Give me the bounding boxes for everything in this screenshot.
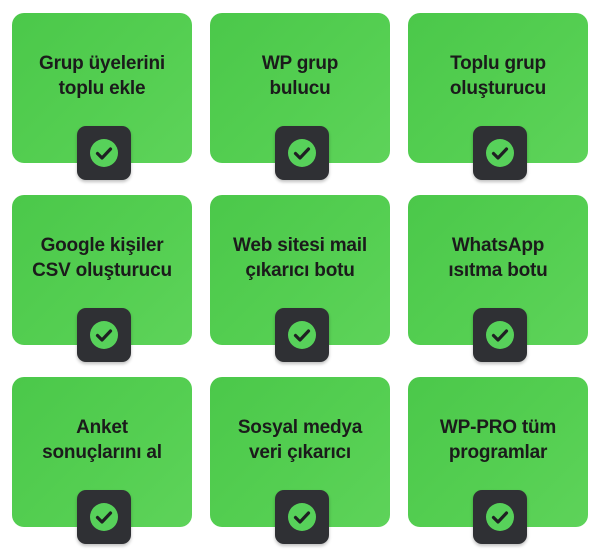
checkmark-badge	[473, 308, 527, 362]
feature-card-wp-pro-all-programs[interactable]: WP-PRO tüm programlar	[408, 377, 588, 544]
feature-label: Sosyal medya veri çıkarıcı	[237, 417, 363, 463]
feature-card-whatsapp-warmup-bot[interactable]: WhatsApp ısıtma botu	[408, 195, 588, 362]
feature-card-bulk-group-creator[interactable]: Toplu grup oluşturucu	[408, 13, 588, 180]
checkmark-badge	[473, 490, 527, 544]
feature-card-poll-results[interactable]: Anket sonuçlarını al	[12, 377, 192, 544]
checkmark-icon	[486, 321, 514, 349]
checkmark-icon	[288, 139, 316, 167]
feature-label: Grup üyelerini toplu ekle	[38, 53, 165, 99]
checkmark-badge	[275, 308, 329, 362]
checkmark-icon	[486, 139, 514, 167]
checkmark-badge	[77, 126, 131, 180]
checkmark-badge	[275, 126, 329, 180]
feature-card-group-members-bulk-add[interactable]: Grup üyelerini toplu ekle	[12, 13, 192, 180]
feature-label: WP grup bulucu	[261, 53, 339, 99]
feature-label: Toplu grup oluşturucu	[449, 53, 547, 99]
checkmark-icon	[90, 321, 118, 349]
feature-label: WP-PRO tüm programlar	[439, 417, 557, 463]
feature-card-website-mail-extractor[interactable]: Web sitesi mail çıkarıcı botu	[210, 195, 390, 362]
feature-label: Anket sonuçlarını al	[42, 417, 162, 463]
feature-card-wp-group-finder[interactable]: WP grup bulucu	[210, 13, 390, 180]
feature-card-google-contacts-csv[interactable]: Google kişiler CSV oluşturucu	[12, 195, 192, 362]
checkmark-icon	[486, 503, 514, 531]
feature-label: Web sitesi mail çıkarıcı botu	[233, 235, 367, 281]
checkmark-badge	[275, 490, 329, 544]
checkmark-badge	[77, 308, 131, 362]
checkmark-icon	[90, 139, 118, 167]
checkmark-badge	[473, 126, 527, 180]
feature-card-social-media-extractor[interactable]: Sosyal medya veri çıkarıcı	[210, 377, 390, 544]
checkmark-icon	[90, 503, 118, 531]
feature-label: WhatsApp ısıtma botu	[448, 235, 548, 281]
checkmark-icon	[288, 321, 316, 349]
feature-label: Google kişiler CSV oluşturucu	[32, 235, 172, 281]
checkmark-icon	[288, 503, 316, 531]
checkmark-badge	[77, 490, 131, 544]
